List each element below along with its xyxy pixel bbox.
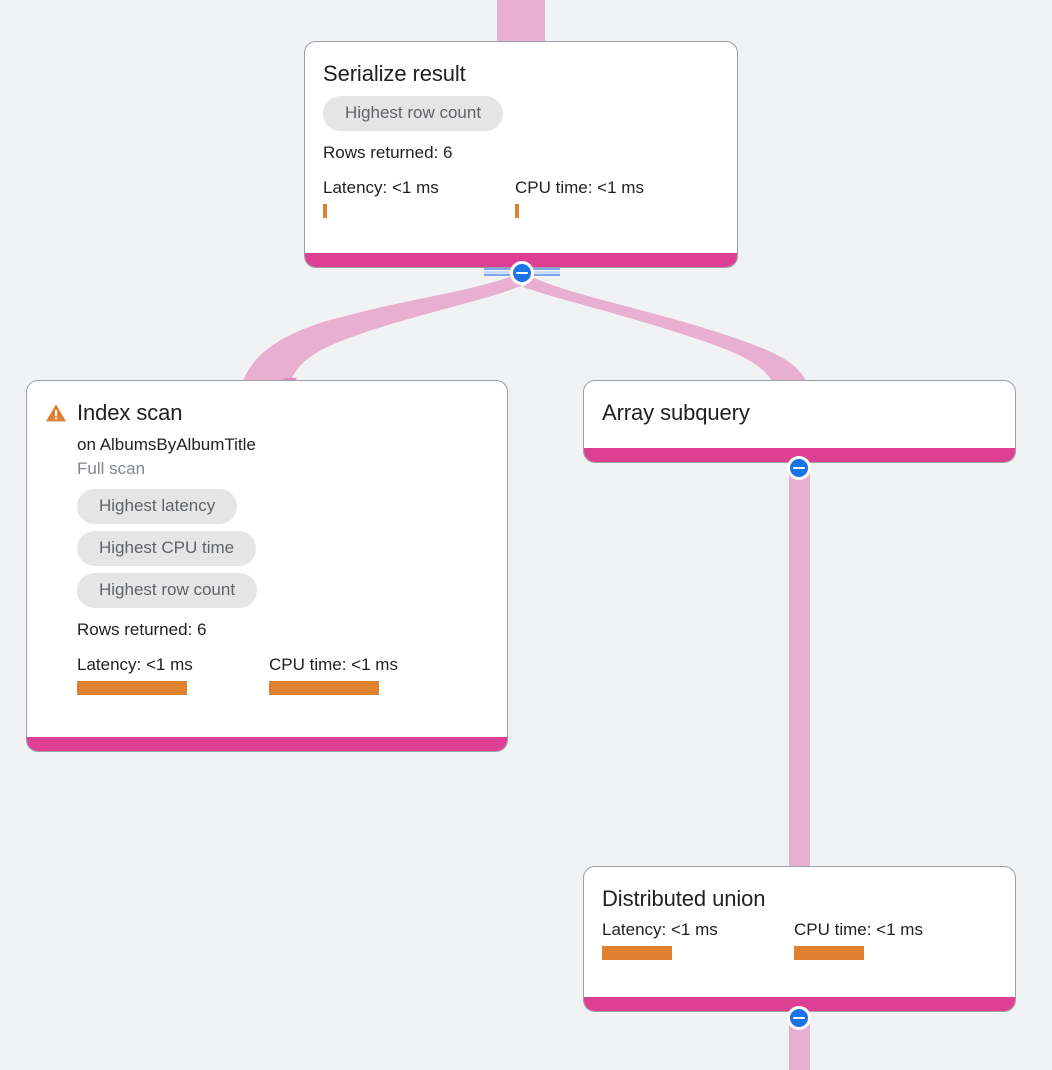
metric-latency-bar (323, 204, 327, 218)
node-index-scan-chips: Highest latency Highest CPU time Highest… (77, 489, 489, 608)
node-index-scan-footer (27, 737, 507, 751)
node-serialize-result[interactable]: Serialize result Highest row count Rows … (304, 41, 738, 268)
node-distributed-union[interactable]: Distributed union Latency: <1 ms CPU tim… (583, 866, 1016, 1012)
edge-root-incoming (497, 0, 545, 42)
metric-cpu-time-bar (269, 681, 379, 695)
node-serialize-result-header: Serialize result (323, 60, 719, 88)
node-title: Array subquery (602, 400, 750, 425)
toggle-serialize-result[interactable] (510, 261, 534, 285)
rows-returned-label: Rows returned: 6 (323, 143, 453, 162)
edge-serialize-to-array-subquery (523, 278, 806, 381)
warning-icon (46, 404, 66, 422)
chip-highest-cpu-time: Highest CPU time (77, 531, 257, 566)
node-serialize-result-metrics: Latency: <1 ms CPU time: <1 ms (323, 177, 719, 218)
metric-cpu-time-bar (794, 946, 864, 960)
node-array-subquery[interactable]: Array subquery (583, 380, 1016, 463)
chip-highest-latency: Highest latency (77, 489, 238, 524)
metric-latency: Latency: <1 ms (323, 177, 515, 218)
edge-serialize-to-index-scan (243, 276, 533, 381)
metric-latency-label: Latency: <1 ms (77, 655, 193, 674)
minus-icon (793, 466, 805, 470)
node-index-scan-scan-type: Full scan (77, 459, 146, 478)
node-array-subquery-body: Array subquery (584, 381, 1015, 448)
node-serialize-result-chips: Highest row count (323, 96, 719, 131)
node-title: Distributed union (602, 886, 766, 911)
node-index-scan-target: on AlbumsByAlbumTitle (77, 435, 256, 454)
node-index-scan[interactable]: Index scan on AlbumsByAlbumTitle Full sc… (26, 380, 508, 752)
node-index-scan-metrics: Latency: <1 ms CPU time: <1 ms (77, 654, 489, 695)
node-title: Serialize result (323, 61, 466, 86)
edge-array-subquery-to-distributed-union (789, 462, 810, 870)
metric-latency-bar (602, 946, 672, 960)
metric-latency-bar (77, 681, 187, 695)
node-title: Index scan (77, 400, 183, 425)
metric-cpu-time-label: CPU time: <1 ms (515, 178, 644, 197)
node-array-subquery-footer (584, 448, 1015, 462)
node-distributed-union-metrics: Latency: <1 ms CPU time: <1 ms (602, 919, 997, 960)
metric-cpu-time: CPU time: <1 ms (269, 654, 398, 695)
metric-latency: Latency: <1 ms (77, 654, 269, 695)
node-serialize-result-body: Serialize result Highest row count Rows … (305, 42, 737, 253)
node-serialize-result-footer (305, 253, 737, 267)
metric-cpu-time: CPU time: <1 ms (794, 919, 923, 960)
node-index-scan-header: Index scan (45, 399, 489, 427)
metric-cpu-time-bar (515, 204, 519, 218)
metric-latency-label: Latency: <1 ms (602, 920, 718, 939)
rows-returned-label: Rows returned: 6 (77, 620, 207, 639)
minus-icon (516, 271, 528, 275)
toggle-distributed-union[interactable] (787, 1006, 811, 1030)
toggle-array-subquery[interactable] (787, 456, 811, 480)
metric-cpu-time: CPU time: <1 ms (515, 177, 644, 218)
metric-latency: Latency: <1 ms (602, 919, 794, 960)
node-distributed-union-footer (584, 997, 1015, 1011)
node-index-scan-body: Index scan on AlbumsByAlbumTitle Full sc… (27, 381, 507, 737)
metric-cpu-time-label: CPU time: <1 ms (794, 920, 923, 939)
metric-cpu-time-label: CPU time: <1 ms (269, 655, 398, 674)
node-distributed-union-header: Distributed union (602, 885, 997, 913)
node-array-subquery-header: Array subquery (602, 399, 997, 427)
metric-latency-label: Latency: <1 ms (323, 178, 439, 197)
minus-icon (793, 1016, 805, 1020)
chip-highest-row-count: Highest row count (77, 573, 258, 608)
node-distributed-union-body: Distributed union Latency: <1 ms CPU tim… (584, 867, 1015, 997)
chip-highest-row-count: Highest row count (323, 96, 504, 131)
